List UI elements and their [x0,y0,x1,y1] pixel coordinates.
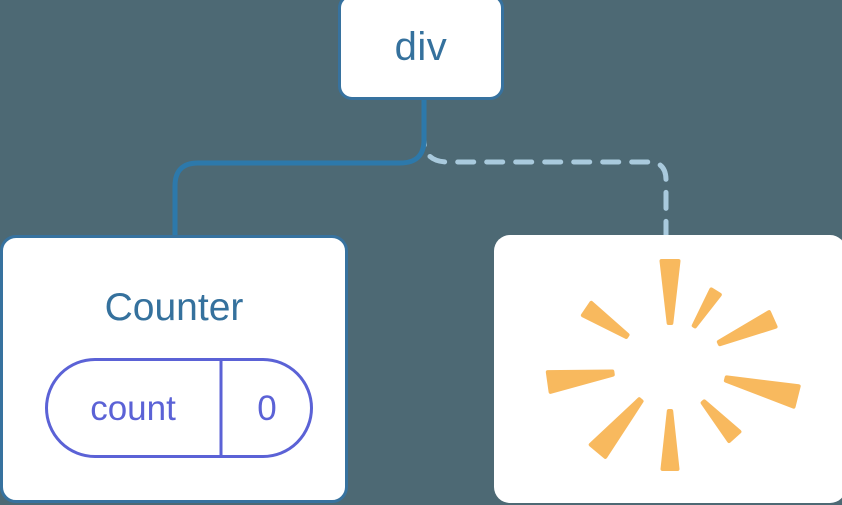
burst-ray-1 [659,259,681,325]
node-div[interactable]: div [338,0,504,100]
burst-ray-8 [545,369,615,394]
burst-ray-2 [691,287,722,329]
edge-div-burst [421,97,669,240]
burst-ray-7 [588,397,644,459]
burst-ray-5 [700,399,742,444]
edge-div-counter [172,97,427,241]
burst-ray-3 [716,310,778,347]
burst-ray-6 [660,409,680,471]
node-counter[interactable]: Counter count 0 [0,235,348,503]
state-pill[interactable]: count 0 [45,358,313,458]
node-burst[interactable] [494,235,842,503]
node-counter-label: Counter [104,286,244,329]
burst-ray-4 [723,375,801,409]
state-key-label: count [90,388,176,428]
burst-ray-9 [580,300,630,339]
state-pill-outline [45,358,313,458]
burst-rays-icon [545,259,801,471]
node-div-label: div [394,25,448,69]
state-value-label: 0 [257,388,277,428]
